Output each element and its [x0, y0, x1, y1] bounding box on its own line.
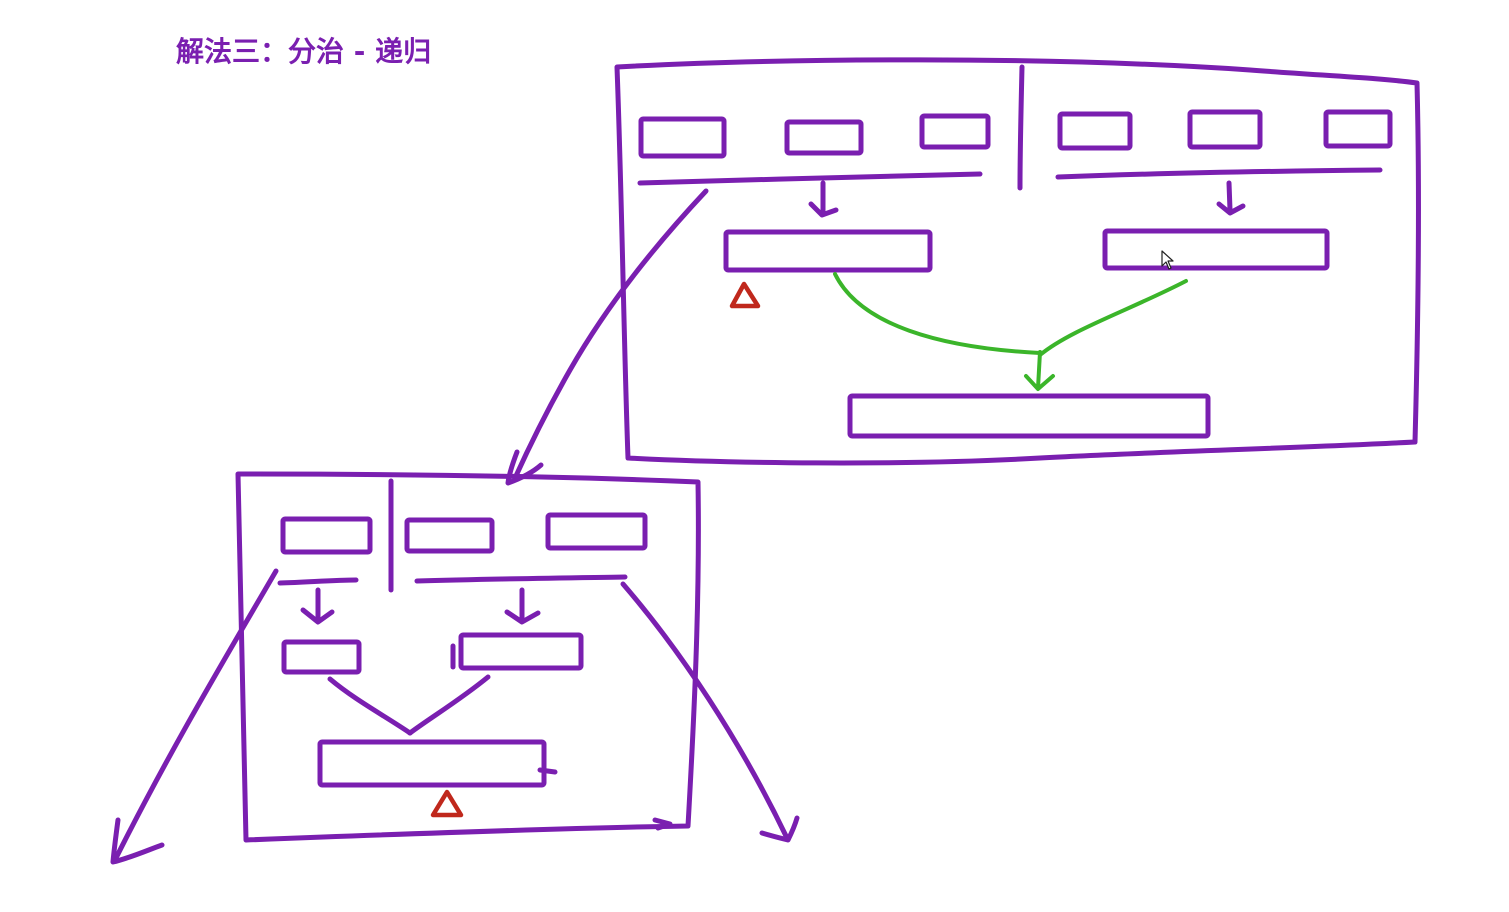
top-right-half-result — [1102, 228, 1330, 271]
top-panel-frame — [614, 57, 1421, 466]
top-merge-arrow-left — [833, 272, 1042, 355]
page-title: 解法三：分治 - 递归 — [176, 35, 432, 68]
mouse-cursor-icon — [1161, 250, 1174, 270]
top-panel — [505, 57, 1421, 486]
bottom-panel — [110, 471, 800, 865]
recurse-right-branch-arrowhead — [759, 815, 800, 843]
marks — [430, 281, 761, 818]
top-split-divider — [1017, 64, 1025, 191]
bottom-element-2 — [404, 517, 495, 554]
recurse-into-left-arrow — [512, 188, 709, 481]
top-element-2 — [784, 119, 864, 156]
bottom-element-3 — [545, 512, 648, 551]
top-element-1 — [638, 116, 727, 159]
recurse-right-branch-arrow — [620, 581, 790, 841]
bottom-left-down-arrow — [300, 587, 335, 625]
bottom-right-underline — [414, 574, 628, 584]
bottom-panel-corner-tick — [652, 817, 673, 831]
triangle-mark-icon — [729, 281, 761, 309]
top-element-4 — [1057, 111, 1133, 151]
top-element-5 — [1187, 109, 1263, 150]
recurse-left-branch-arrowhead — [110, 817, 165, 865]
top-right-down-arrow — [1216, 180, 1246, 216]
top-merge-arrow-right — [1038, 279, 1188, 357]
bottom-panel-frame — [235, 471, 701, 843]
top-right-half-underline — [1055, 167, 1383, 180]
recurse-into-left-arrowhead — [505, 449, 544, 486]
bottom-merged-result-tail — [537, 767, 558, 775]
top-left-half-underline — [637, 171, 983, 186]
top-left-down-arrow — [808, 180, 839, 218]
top-merge-arrows — [833, 272, 1188, 391]
recurse-left-branch-arrow — [112, 568, 279, 863]
top-merged-result — [847, 393, 1211, 439]
bottom-merge-arrow-left — [327, 676, 413, 736]
bottom-element-1 — [280, 516, 373, 555]
bottom-left-underline — [277, 577, 359, 586]
top-merge-arrow-stem — [1024, 350, 1055, 391]
bottom-merged-result — [317, 739, 547, 788]
triangle-mark-icon — [430, 789, 464, 818]
bottom-right-down-arrow — [504, 587, 541, 625]
top-element-6 — [1323, 109, 1393, 149]
bottom-right-result — [458, 632, 584, 671]
bottom-left-result — [281, 639, 362, 675]
bottom-merge-arrow-right — [407, 674, 491, 736]
top-element-3 — [919, 113, 991, 150]
top-left-half-result — [723, 229, 933, 273]
